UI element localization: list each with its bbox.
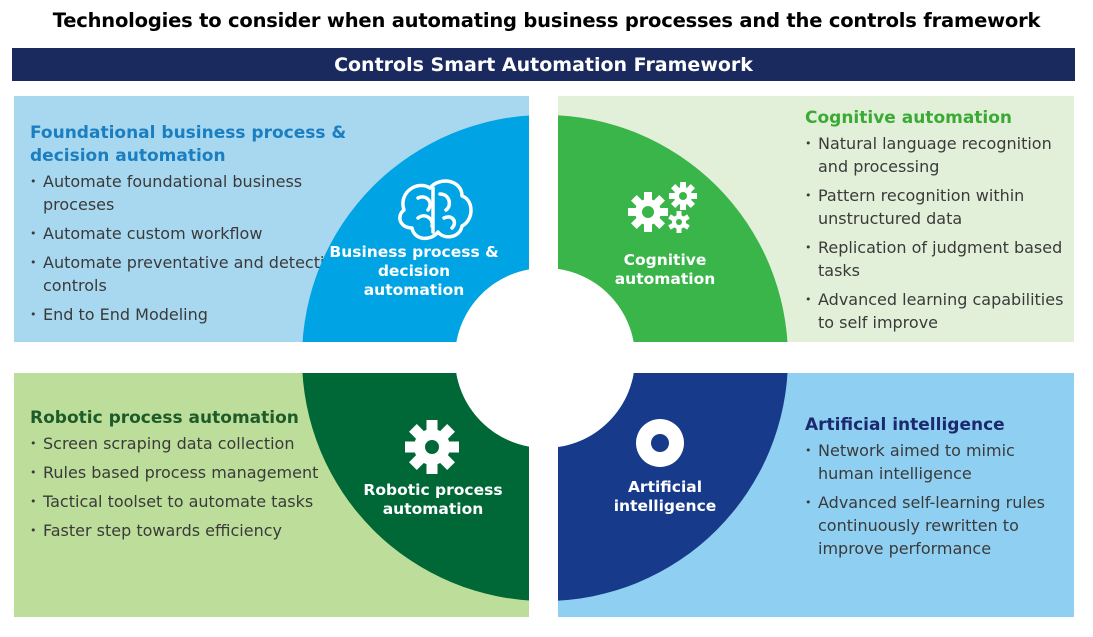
quadrant-business [302, 115, 545, 358]
gears-icon [628, 182, 697, 233]
quadrant-label-business: Business process & decision automation [329, 243, 499, 299]
bullet-list: Network aimed to mimic human intelligenc… [805, 439, 1067, 560]
quadrant-ai [545, 358, 788, 601]
quadrant-label-ai: Artificial intelligence [613, 478, 717, 515]
list-item: Automate preventative and detective cont… [30, 251, 350, 297]
panel-heading: Artificial intelligence [805, 415, 1005, 435]
list-item: Screen scraping data collection [30, 432, 350, 455]
quadrant-label-cognitive: Cognitive automation [614, 251, 716, 288]
panel-ai-text: Artificial intelligence Network aimed to… [805, 414, 1067, 566]
gear-icon [405, 420, 459, 474]
framework-banner: Controls Smart Automation Framework [12, 48, 1075, 81]
list-item: Automate foundational business proceses [30, 170, 350, 216]
brain-icon [398, 179, 473, 241]
list-item: Automate custom workflow [30, 222, 350, 245]
page-title: Technologies to consider when automating… [52, 9, 1041, 32]
list-item: Rules based process management [30, 461, 350, 484]
panel-foundational-text: Foundational business process & decision… [30, 122, 350, 332]
quadrant-robotic [302, 358, 545, 601]
list-item: Pattern recognition within unstructured … [805, 184, 1065, 230]
bullet-list: Automate foundational business proceses … [30, 170, 350, 326]
list-item: Advanced self-learning rules continuousl… [805, 491, 1067, 560]
list-item: Tactical toolset to automate tasks [30, 490, 350, 513]
list-item: Replication of judgment based tasks [805, 236, 1065, 282]
list-item: Faster step towards efficiency [30, 519, 350, 542]
panel-robotic-text: Robotic process automation Screen scrapi… [30, 407, 350, 548]
list-item: Advanced learning capabilities to self i… [805, 288, 1065, 334]
list-item: Natural language recognition and process… [805, 132, 1065, 178]
panel-heading: Cognitive automation [805, 108, 1013, 128]
list-item: Network aimed to mimic human intelligenc… [805, 439, 1067, 485]
bullet-list: Screen scraping data collection Rules ba… [30, 432, 350, 542]
panel-cognitive-text: Cognitive automation Natural language re… [805, 107, 1065, 340]
quadrant-label-robotic: Robotic process automation [363, 481, 503, 518]
bullet-list: Natural language recognition and process… [805, 132, 1065, 334]
panel-heading: Foundational business process & decision… [30, 123, 347, 166]
panel-heading: Robotic process automation [30, 408, 299, 428]
ring-icon [636, 419, 684, 467]
quadrant-cognitive [545, 115, 788, 358]
list-item: End to End Modeling [30, 303, 350, 326]
